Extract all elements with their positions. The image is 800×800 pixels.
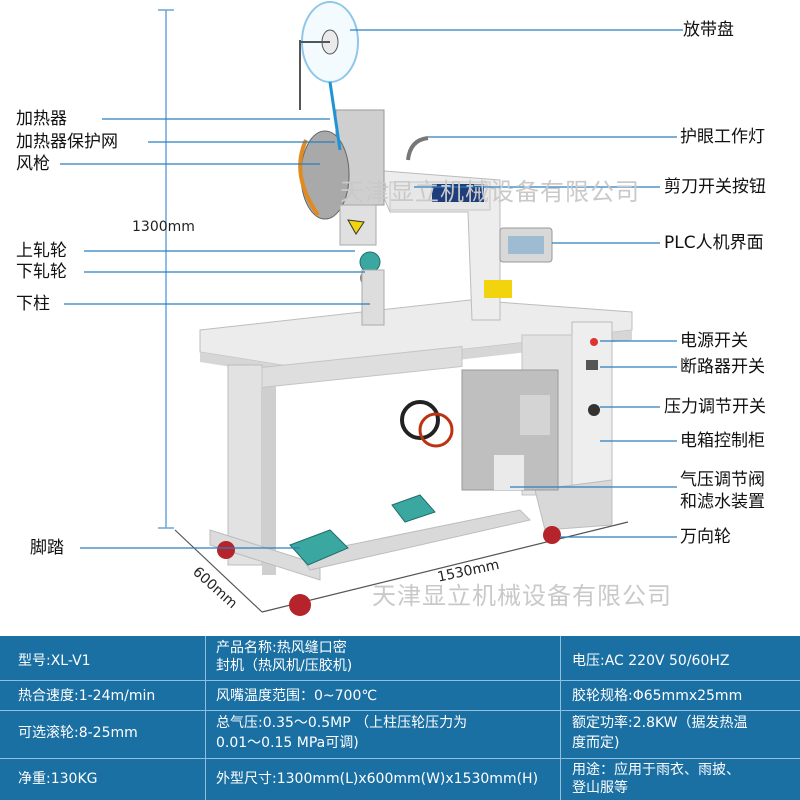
watermark-top: 天津显立机械设备有限公司 bbox=[340, 178, 640, 206]
spec-roller: 胶轮规格:Φ65mmx25mm bbox=[572, 688, 743, 704]
watermark-bottom: 天津显立机械设备有限公司 bbox=[372, 582, 672, 610]
label-heater: 加热器 bbox=[16, 109, 67, 129]
label-cutter-switch: 剪刀开关按钮 bbox=[664, 177, 766, 197]
spec-product-line2: 封机（热风机/压胶机) bbox=[216, 658, 353, 674]
label-tape-reel: 放带盘 bbox=[683, 20, 734, 40]
spec-usage-line2: 登山服等 bbox=[572, 780, 628, 796]
table-leg-left bbox=[227, 364, 263, 566]
height-dimension: 1300mm bbox=[132, 219, 195, 235]
label-heater-guard: 加热器保护网 bbox=[16, 132, 118, 152]
spec-speed: 热合速度:1-24m/min bbox=[18, 688, 156, 704]
product-diagram: 天津显立机械设备有限公司 天津显立机械设备有限公司 1300mm 600mm 1… bbox=[16, 1, 766, 616]
foot-pedal-1 bbox=[289, 529, 349, 566]
spec-power-line2: 度而定) bbox=[572, 735, 620, 751]
spec-table: 型号:XL-V1 产品名称:热风缝口密 封机（热风机/压胶机) 电压:AC 22… bbox=[0, 636, 800, 800]
caster-wheel bbox=[543, 526, 561, 544]
foot-pedal-2 bbox=[391, 494, 436, 523]
spec-power-line1: 额定功率:2.8KW（据发热温 bbox=[572, 715, 748, 731]
spec-model: 型号:XL-V1 bbox=[18, 653, 91, 669]
label-lower-roller: 下轧轮 bbox=[16, 262, 67, 282]
spec-voltage: 电压:AC 220V 50/60HZ bbox=[572, 653, 730, 669]
label-lower-column: 下柱 bbox=[16, 294, 50, 314]
label-air-gun: 风枪 bbox=[16, 154, 50, 174]
label-pressure-switch: 压力调节开关 bbox=[664, 397, 766, 417]
label-air-valve-line1: 气压调节阀 bbox=[680, 470, 765, 490]
spec-optional-roller: 可选滚轮:8-25mm bbox=[18, 725, 138, 741]
label-control-cabinet: 电箱控制柜 bbox=[680, 431, 765, 451]
label-pedal: 脚踏 bbox=[30, 538, 64, 558]
label-air-valve-line2: 和滤水装置 bbox=[680, 492, 765, 512]
label-caster: 万向轮 bbox=[680, 527, 731, 547]
spec-weight: 净重:130KG bbox=[18, 771, 98, 787]
spec-temp: 风嘴温度范围：0~700℃ bbox=[216, 688, 378, 704]
lower-column bbox=[361, 269, 385, 326]
spec-usage-line1: 用途：应用于雨衣、雨披、 bbox=[572, 762, 740, 778]
label-plc: PLC人机界面 bbox=[664, 233, 764, 253]
label-power-switch: 电源开关 bbox=[680, 331, 748, 351]
spec-product-line1: 产品名称:热风缝口密 bbox=[216, 640, 347, 656]
depth-dimension-line bbox=[174, 529, 263, 613]
label-eye-lamp: 护眼工作灯 bbox=[680, 127, 765, 147]
spec-pressure-line1: 总气压:0.35～0.5MP （上柱压轮压力为 bbox=[216, 715, 468, 731]
caster-wheel bbox=[289, 594, 311, 616]
label-upper-roller: 上轧轮 bbox=[16, 241, 67, 261]
spec-pressure-line2: 0.01～0.15 MPa可调) bbox=[216, 735, 359, 751]
caster-wheel bbox=[217, 541, 235, 559]
label-breaker-switch: 断路器开关 bbox=[680, 357, 765, 377]
spec-size: 外型尺寸:1300mm(L)x600mm(W)x1530mm(H) bbox=[216, 771, 539, 787]
machine-illustration bbox=[60, 1, 683, 616]
